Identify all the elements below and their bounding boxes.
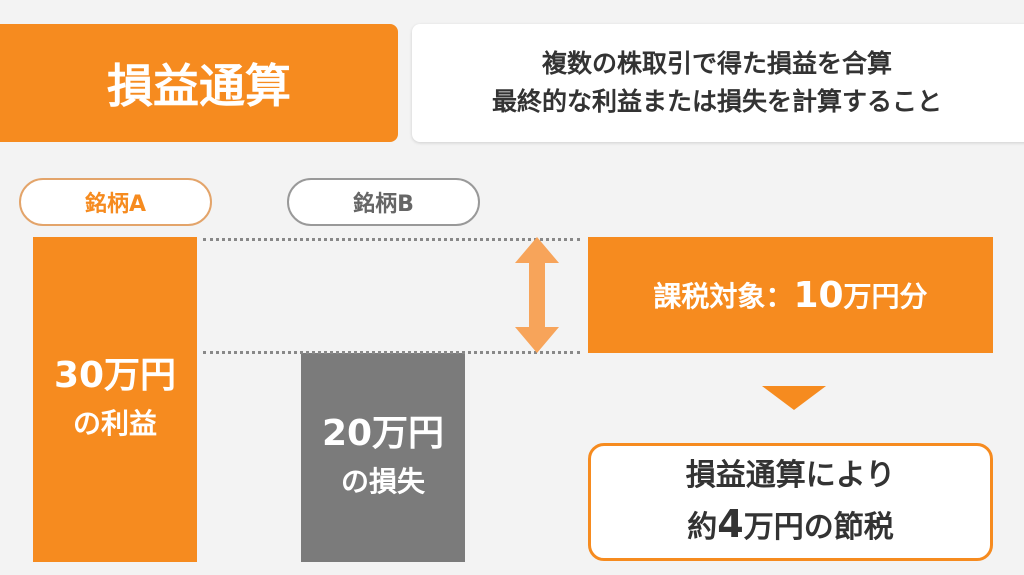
double-arrow-icon xyxy=(515,237,559,353)
stock-a-label: 銘柄A xyxy=(19,178,212,226)
taxable-suffix: 万円分 xyxy=(843,280,928,313)
down-triangle-icon xyxy=(762,386,826,410)
stock-b-amount: 20万円 xyxy=(321,412,445,454)
dotted-line-top xyxy=(203,238,580,241)
title: 損益通算 xyxy=(107,59,291,113)
taxable-prefix: 課税対象： xyxy=(653,280,794,313)
description-box: 複数の株取引で得た損益を合算 最終的な利益または損失を計算すること xyxy=(412,24,1024,142)
result-suffix: 万円の節税 xyxy=(743,510,894,545)
stock-a-kind: の利益 xyxy=(72,406,157,440)
taxable-number: 10 xyxy=(793,274,844,316)
result-prefix: 約 xyxy=(687,510,718,545)
result-number: 4 xyxy=(717,502,744,546)
description-line-1: 複数の株取引で得た損益を合算 xyxy=(541,49,892,78)
stock-b-label: 銘柄B xyxy=(287,178,480,226)
result-line-1: 損益通算により xyxy=(685,458,896,493)
title-box: 損益通算 xyxy=(0,24,398,142)
stock-a-amount: 30万円 xyxy=(53,354,177,396)
stock-a-bar: 30万円 の利益 xyxy=(33,237,197,562)
result-line-2: 約4万円の節税 xyxy=(687,500,893,552)
description-line-2: 最終的な利益または損失を計算すること xyxy=(491,87,942,116)
result-box: 損益通算により 約4万円の節税 xyxy=(588,443,993,561)
stock-b-kind: の損失 xyxy=(340,464,425,498)
stock-b-bar: 20万円 の損失 xyxy=(301,353,465,562)
dotted-line-bottom xyxy=(203,351,580,354)
